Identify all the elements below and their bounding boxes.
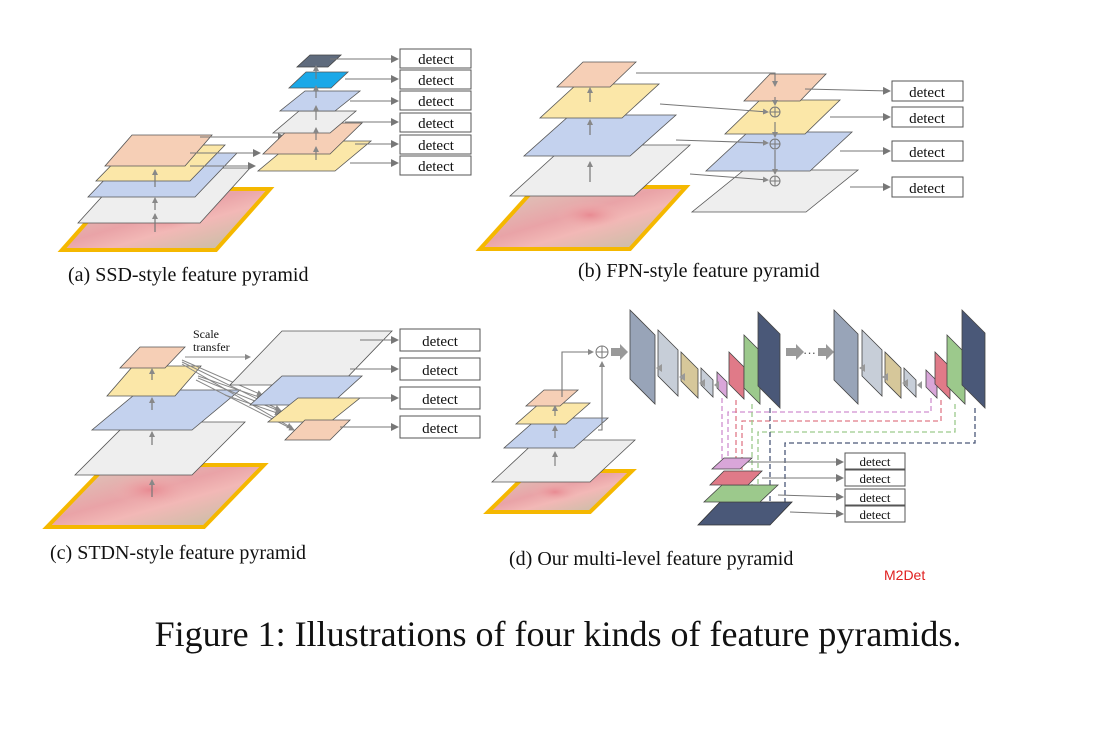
detect-label: detect (909, 85, 946, 101)
detect-label: detect (909, 111, 946, 127)
feature-map-blue (502, 417, 610, 449)
feature-map-gray (74, 421, 246, 476)
stdn-map-4 (284, 419, 351, 441)
panel-c-stdn: Scale transfer detect detec (42, 327, 481, 564)
panel-d-m2det: ··· (483, 309, 986, 570)
panel-a-ssd: detect detect detect detect detect detec… (57, 48, 472, 286)
scale-transfer-label-2: transfer (193, 340, 230, 354)
fpn-map-1 (743, 73, 827, 102)
detect-label: detect (422, 334, 459, 350)
fpn-map-4 (690, 169, 860, 213)
feature-map-gray (490, 439, 637, 483)
detect-label: detect (418, 159, 455, 175)
panel-b-fpn: detect detect detect detect (b) FPN-styl… (475, 61, 964, 282)
mlfpn-map-1 (710, 457, 754, 470)
feature-map-yellow (538, 83, 661, 119)
feature-map-gray (508, 144, 692, 197)
detect-boxes-a: detect detect detect detect detect detec… (399, 48, 472, 176)
mlfpn-map-4 (697, 501, 793, 526)
detect-label: detect (422, 392, 459, 408)
figure-caption: Figure 1: Illustrations of four kinds of… (154, 614, 962, 654)
detect-boxes-b: detect detect detect detect (891, 80, 964, 198)
scale-transfer-label-1: Scale (193, 327, 219, 341)
fpn-map-3 (704, 131, 854, 172)
mlfpn-map-3 (702, 484, 780, 503)
panel-a-caption: (a) SSD-style feature pyramid (68, 264, 308, 286)
feature-map-peach (104, 134, 213, 167)
feature-map-yellow (514, 402, 592, 425)
panel-c-caption: (c) STDN-style feature pyramid (50, 542, 306, 564)
feature-map-blue (522, 114, 678, 157)
m2det-tag: M2Det (884, 567, 926, 583)
ssd-map-3 (278, 90, 362, 112)
detect-label: detect (418, 52, 455, 68)
ellipsis-label: ··· (803, 345, 816, 360)
detect-label: detect (859, 490, 890, 505)
input-image (475, 185, 691, 251)
detect-label: detect (418, 94, 455, 110)
mlfpn-map-2 (709, 470, 763, 486)
feature-map-peach (524, 389, 580, 407)
ssd-map-2 (287, 71, 350, 89)
detect-boxes-c: detect detect detect detect (399, 328, 481, 439)
detect-label: detect (909, 145, 946, 161)
detect-label: detect (422, 421, 459, 437)
feature-map-yellow (106, 365, 202, 397)
detect-label: detect (859, 454, 890, 469)
tum-1 (629, 309, 781, 409)
detect-label: detect (859, 471, 890, 486)
tum-2 (833, 309, 986, 409)
detect-label: detect (859, 507, 890, 522)
ssd-map-1 (295, 54, 343, 68)
detect-boxes-d: detect detect detect detect (844, 452, 906, 523)
fpn-map-2 (724, 99, 841, 135)
feature-map-peach (556, 61, 637, 88)
panel-d-caption: (d) Our multi-level feature pyramid (509, 548, 793, 570)
input-image (42, 463, 269, 529)
detect-label: detect (418, 116, 455, 132)
detect-label: detect (418, 138, 455, 154)
detect-label: detect (422, 363, 459, 379)
ssd-map-4 (271, 110, 358, 134)
panel-b-caption: (b) FPN-style feature pyramid (578, 260, 820, 282)
detect-label: detect (418, 73, 455, 89)
feature-map-peach (119, 346, 186, 369)
detect-label: detect (909, 181, 946, 197)
